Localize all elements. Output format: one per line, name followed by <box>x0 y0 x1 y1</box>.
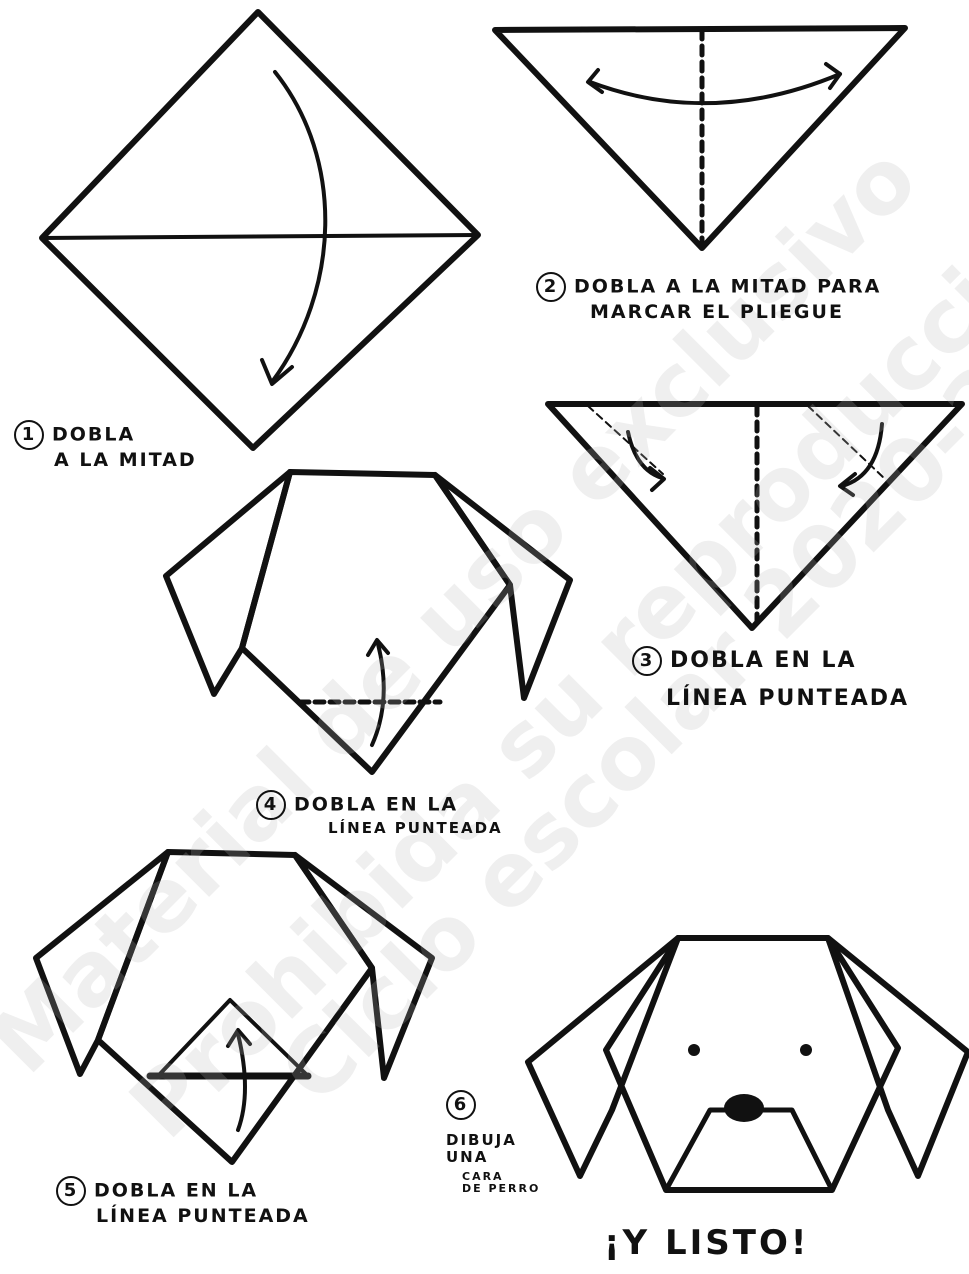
step-2-line-1: DOBLA A LA MITAD PARA <box>574 276 881 298</box>
step-5-label: 5 DOBLA EN LA LÍNEA PUNTEADA <box>56 1176 310 1228</box>
step-2-number: 2 <box>536 272 566 302</box>
step-4-line-1: DOBLA EN LA <box>294 794 458 816</box>
step-1-line-2: A LA MITAD <box>14 450 197 472</box>
step-4-label: 4 DOBLA EN LA LÍNEA PUNTEADA <box>256 790 503 837</box>
step-5-line-1: DOBLA EN LA <box>94 1180 258 1202</box>
step-2-triangle <box>495 28 905 248</box>
step-1-diamond <box>42 12 478 448</box>
step-2-line-2: MARCAR EL PLIEGUE <box>536 302 881 324</box>
step-6-number: 6 <box>446 1090 476 1120</box>
step-6-line-1: DIBUJA <box>446 1132 540 1149</box>
step-6-line-4: DE PERRO <box>446 1183 540 1196</box>
step-4-number: 4 <box>256 790 286 820</box>
step-3-number: 3 <box>632 646 662 676</box>
step-1-line-1: DOBLA <box>52 424 135 446</box>
step-3-label: 3 DOBLA EN LA LÍNEA PUNTEADA <box>632 646 909 711</box>
step-3-triangle <box>548 404 962 628</box>
step-1-label: 1 DOBLA A LA MITAD <box>14 420 197 472</box>
step-3-line-2: LÍNEA PUNTEADA <box>632 686 909 711</box>
step-1-number: 1 <box>14 420 44 450</box>
step-2-label: 2 DOBLA A LA MITAD PARA MARCAR EL PLIEGUE <box>536 272 881 324</box>
step-5-dog-head <box>36 852 432 1162</box>
step-3-line-1: DOBLA EN LA <box>670 648 857 673</box>
step-5-number: 5 <box>56 1176 86 1206</box>
step-4-line-2: LÍNEA PUNTEADA <box>256 820 503 837</box>
step-5-line-2: LÍNEA PUNTEADA <box>56 1206 310 1228</box>
step-6-label: 6 DIBUJA UNA CARA DE PERRO <box>446 1090 540 1196</box>
step-4-dog-head <box>166 472 570 772</box>
step-6-dog-face <box>528 938 968 1190</box>
step-6-line-2: UNA <box>446 1149 540 1166</box>
final-text: ¡Y LISTO! <box>604 1224 809 1263</box>
